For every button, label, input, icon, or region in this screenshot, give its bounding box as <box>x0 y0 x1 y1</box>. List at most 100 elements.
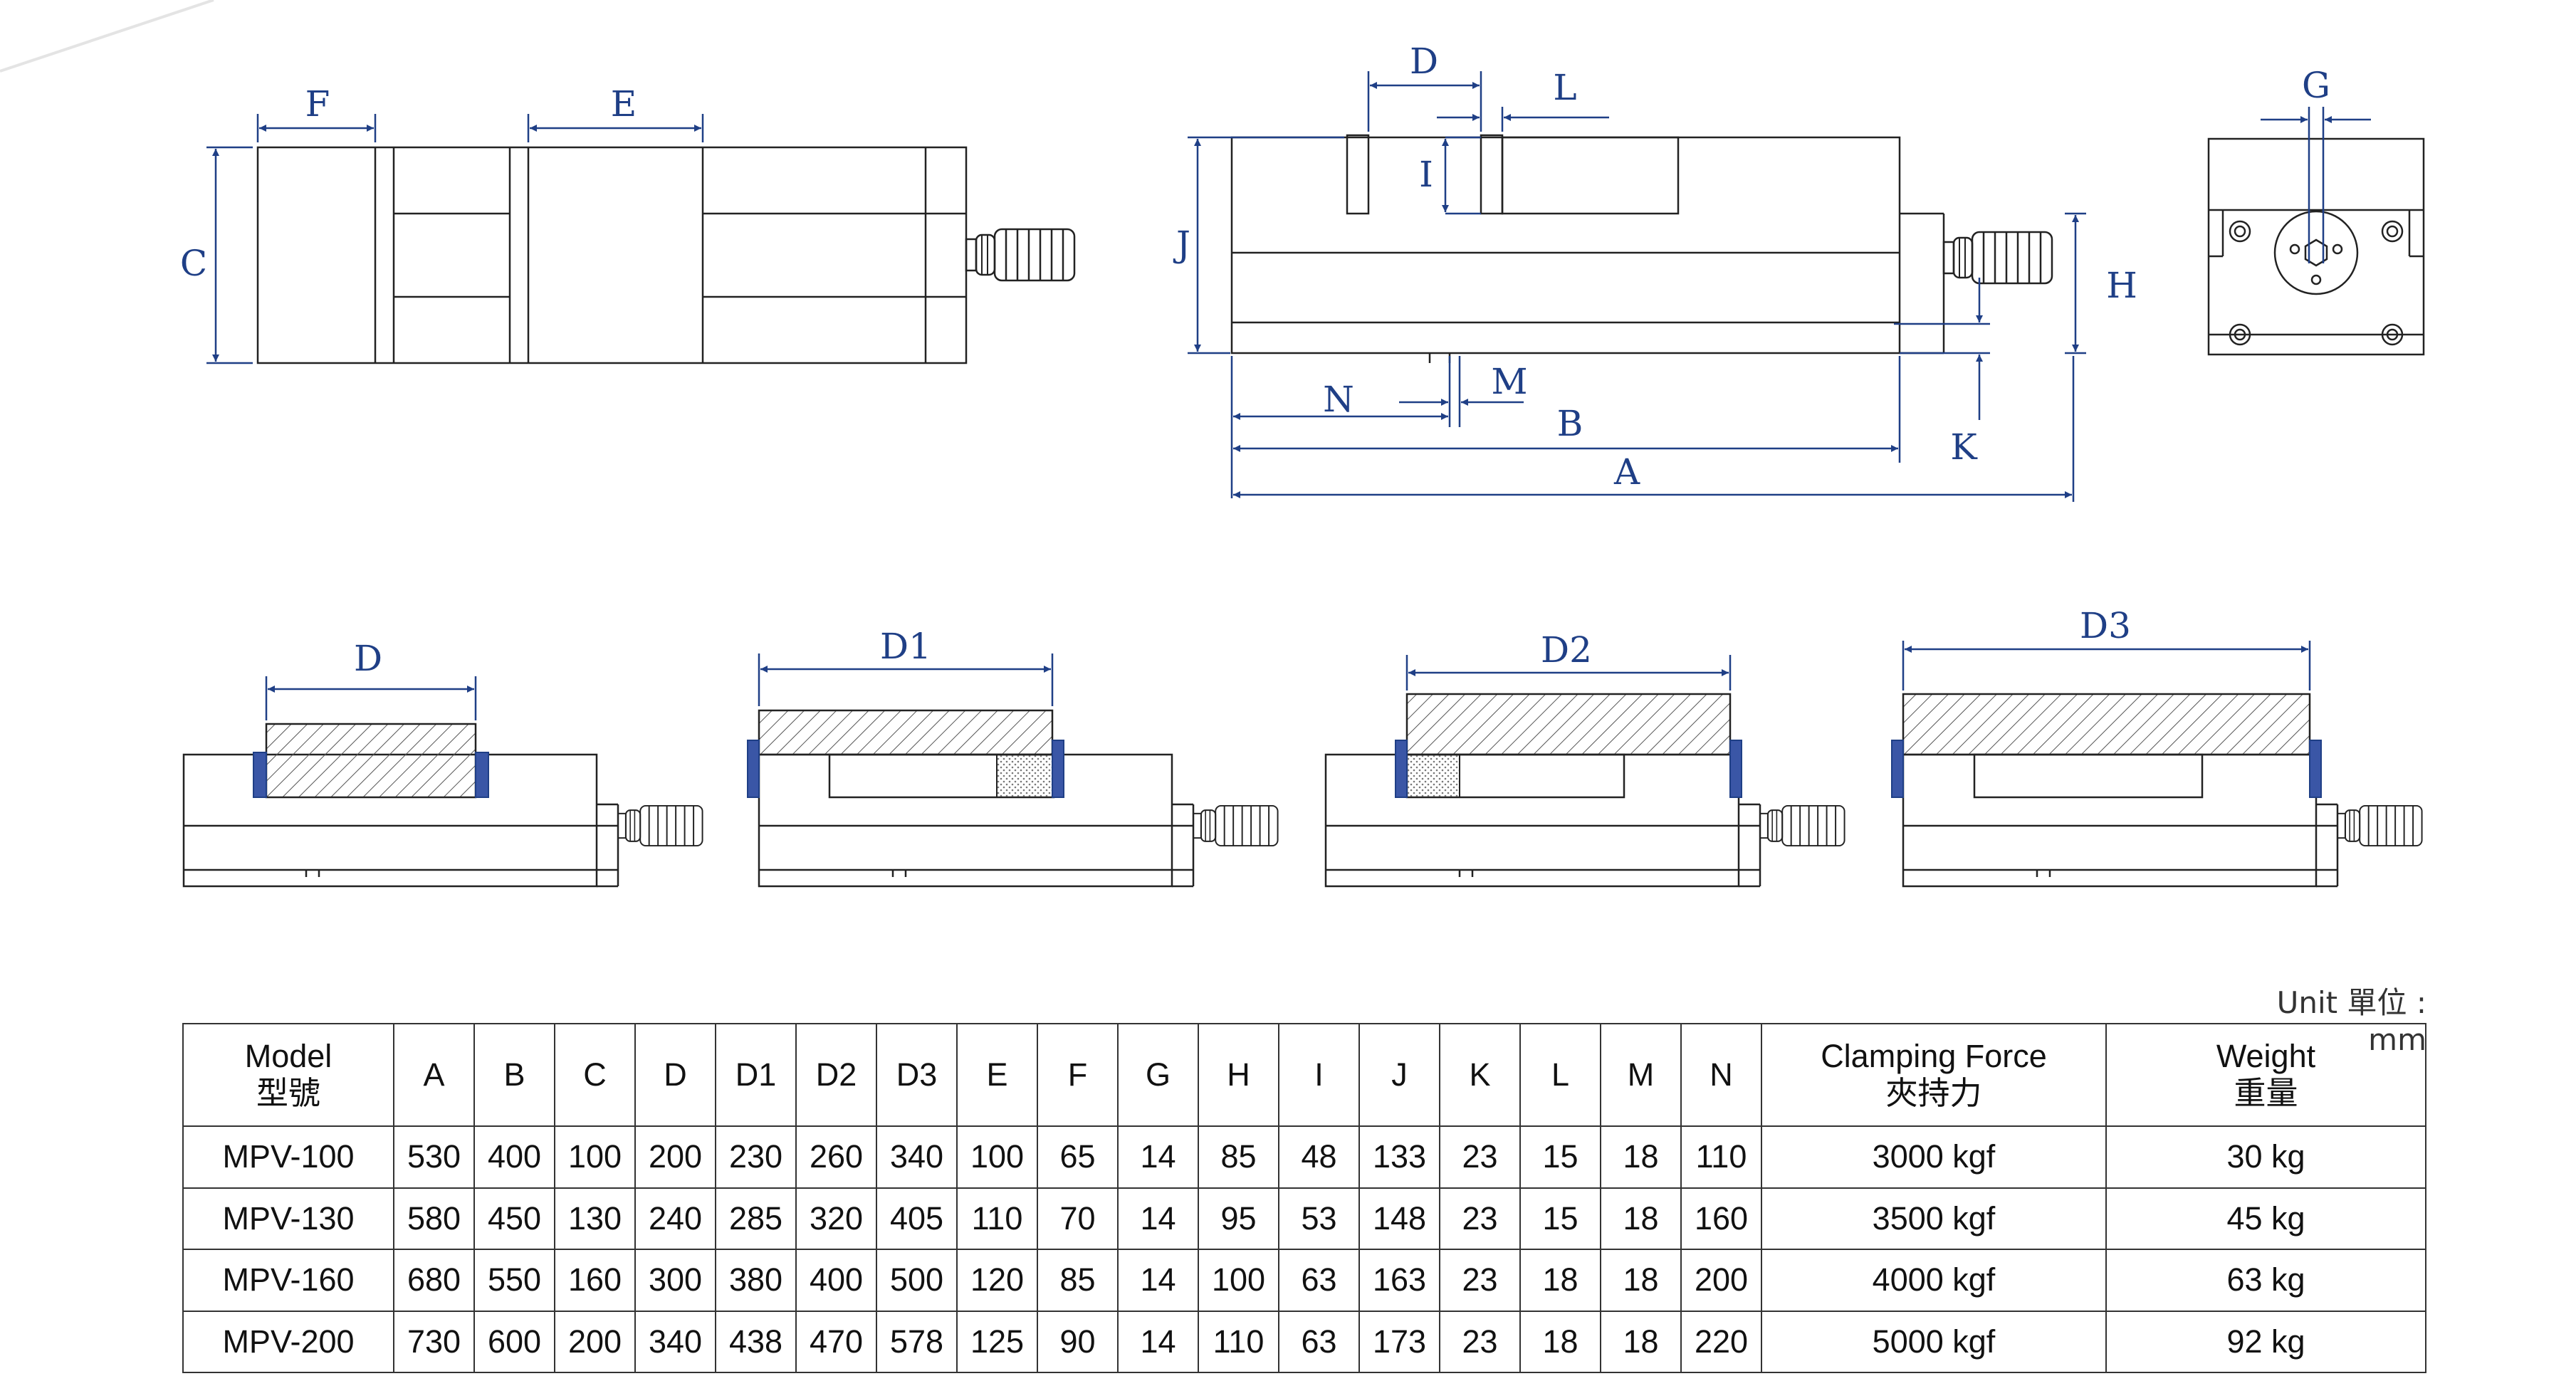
table-cell: 110 <box>1680 1125 1762 1189</box>
table-cell: 23 <box>1439 1249 1521 1312</box>
table-cell: 18 <box>1519 1249 1601 1312</box>
table-cell: 110 <box>956 1187 1038 1250</box>
label-k: K <box>1950 426 1978 468</box>
table-cell: 18 <box>1600 1249 1682 1312</box>
table-cell: 130 <box>554 1187 636 1250</box>
jaw-config-d: D <box>182 638 703 888</box>
table-cell: 400 <box>473 1125 555 1189</box>
table-cell: 85 <box>1037 1249 1119 1312</box>
label-d3: D3 <box>2080 605 2131 646</box>
table-cell: 320 <box>795 1187 877 1250</box>
table-header-cell: D <box>634 1023 716 1127</box>
table-cell: 530 <box>393 1125 475 1189</box>
table-cell: 95 <box>1198 1187 1279 1250</box>
table-cell: 48 <box>1278 1125 1360 1189</box>
label-n: N <box>1323 379 1354 420</box>
table-header-cell: M <box>1600 1023 1682 1127</box>
table-cell: 125 <box>956 1310 1038 1373</box>
table-cell: 220 <box>1680 1310 1762 1373</box>
table-cell: 148 <box>1358 1187 1440 1250</box>
table-cell: 63 <box>1278 1249 1360 1312</box>
jaw-config-d1: D1 <box>747 626 1279 888</box>
table-cell: 3500 kgf <box>1761 1187 2107 1250</box>
table-cell: 400 <box>795 1249 877 1312</box>
table-cell: 550 <box>473 1249 555 1312</box>
table-cell: 23 <box>1439 1310 1521 1373</box>
table-cell: 285 <box>715 1187 797 1250</box>
table-cell: 100 <box>956 1125 1038 1189</box>
table-cell: 70 <box>1037 1187 1119 1250</box>
table-cell: 450 <box>473 1187 555 1250</box>
table-header-cell: B <box>473 1023 555 1127</box>
table-cell: 600 <box>473 1310 555 1373</box>
table-header-cell: G <box>1117 1023 1199 1127</box>
label-d1: D1 <box>880 626 931 667</box>
table-header-cell: A <box>393 1023 475 1127</box>
table-cell: 160 <box>554 1249 636 1312</box>
table-cell: 230 <box>715 1125 797 1189</box>
table-header-cell: J <box>1358 1023 1440 1127</box>
table-cell: MPV-130 <box>182 1187 394 1250</box>
table-header-cell: K <box>1439 1023 1521 1127</box>
table-cell: 200 <box>634 1125 716 1189</box>
table-cell: 90 <box>1037 1310 1119 1373</box>
table-cell: 14 <box>1117 1187 1199 1250</box>
table-cell: 53 <box>1278 1187 1360 1250</box>
table-header-cell: C <box>554 1023 636 1127</box>
table-cell: 63 kg <box>2105 1249 2426 1312</box>
table-header-cell: D1 <box>715 1023 797 1127</box>
table-cell: 18 <box>1519 1310 1601 1373</box>
table-cell: 200 <box>1680 1249 1762 1312</box>
table-header-cell: D2 <box>795 1023 877 1127</box>
label-l: L <box>1553 67 1576 108</box>
table-cell: MPV-160 <box>182 1249 394 1312</box>
table-cell: 23 <box>1439 1125 1521 1189</box>
table-cell: 4000 kgf <box>1761 1249 2107 1312</box>
label-c: C <box>180 243 207 284</box>
table-cell: 5000 kgf <box>1761 1310 2107 1373</box>
table-cell: MPV-100 <box>182 1125 394 1189</box>
table-cell: 680 <box>393 1249 475 1312</box>
table-cell: 18 <box>1600 1310 1682 1373</box>
table-cell: 500 <box>876 1249 958 1312</box>
table-cell: 30 kg <box>2105 1125 2426 1189</box>
label-m: M <box>1491 361 1527 402</box>
table-cell: 15 <box>1519 1187 1601 1250</box>
table-header-cell: L <box>1519 1023 1601 1127</box>
table-header-cell: H <box>1198 1023 1279 1127</box>
table-cell: 92 kg <box>2105 1310 2426 1373</box>
table-cell: 163 <box>1358 1249 1440 1312</box>
jaw-config-d3: D3 <box>1891 605 2423 888</box>
table-cell: 65 <box>1037 1125 1119 1189</box>
table-header-cell: D3 <box>876 1023 958 1127</box>
table-cell: 100 <box>554 1125 636 1189</box>
side-view: D L I J H N M B <box>1173 41 2137 502</box>
label-a: A <box>1613 451 1640 493</box>
table-cell: 173 <box>1358 1310 1440 1373</box>
table-cell: 110 <box>1198 1310 1279 1373</box>
table-cell: MPV-200 <box>182 1310 394 1373</box>
label-d-side: D <box>1410 41 1438 82</box>
table-cell: 3000 kgf <box>1761 1125 2107 1189</box>
table-cell: 120 <box>956 1249 1038 1312</box>
table-header-cell: E <box>956 1023 1038 1127</box>
table-cell: 63 <box>1278 1310 1360 1373</box>
table-cell: 380 <box>715 1249 797 1312</box>
table-cell: 18 <box>1600 1125 1682 1189</box>
table-cell: 240 <box>634 1187 716 1250</box>
table-cell: 15 <box>1519 1125 1601 1189</box>
table-cell: 85 <box>1198 1125 1279 1189</box>
table-header-cell: F <box>1037 1023 1119 1127</box>
table-cell: 14 <box>1117 1125 1199 1189</box>
table-cell: 340 <box>876 1125 958 1189</box>
table-cell: 23 <box>1439 1187 1521 1250</box>
table-cell: 260 <box>795 1125 877 1189</box>
